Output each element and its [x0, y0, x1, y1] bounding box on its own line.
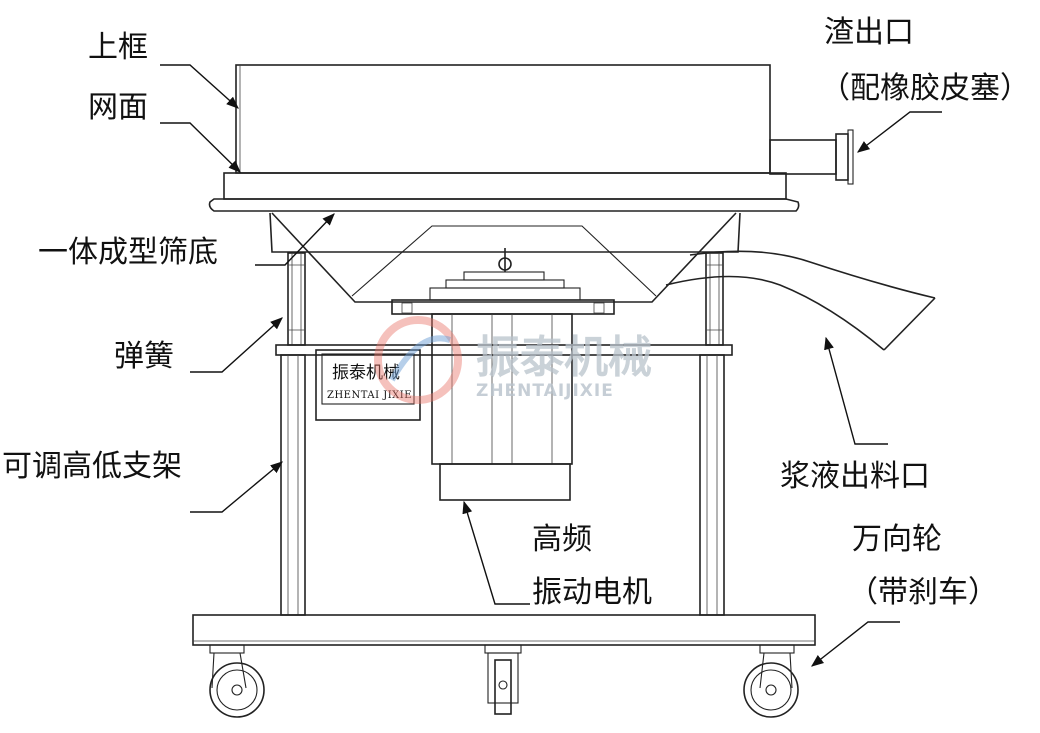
- watermark-logo-icon: [374, 316, 462, 404]
- label-wheel-line2: （带刹车）: [848, 575, 998, 610]
- mesh-plate: [208, 172, 800, 212]
- upper-frame: [235, 64, 771, 174]
- label-slag-plug: （配橡胶皮塞）: [820, 71, 1030, 106]
- label-top-frame: 上框: [88, 30, 148, 65]
- spring-right: [705, 252, 724, 346]
- nameplate-en: ZHENTAI JIXIE: [327, 390, 412, 401]
- label-motor-line1: 高频: [532, 522, 592, 557]
- watermark-cn: 振泰机械: [476, 332, 652, 383]
- slurry-outlet-pipe: [665, 250, 936, 351]
- watermark: 振泰机械 ZHENTAIJIXIE: [374, 316, 652, 404]
- nameplate: 振泰机械 ZHENTAI JIXIE: [315, 349, 421, 421]
- label-spring: 弹簧: [114, 339, 174, 374]
- vibration-motor: [431, 313, 573, 501]
- label-motor-line2: 振动电机: [532, 575, 652, 610]
- label-slurry-outlet: 浆液出料口: [780, 459, 930, 494]
- caster-left: [209, 644, 265, 718]
- watermark-en: ZHENTAIJIXIE: [476, 381, 614, 401]
- leader-lines: [160, 64, 942, 667]
- caster-center: [484, 644, 522, 715]
- motor-mount: [391, 248, 615, 315]
- label-mesh: 网面: [88, 90, 148, 125]
- nameplate-cn: 振泰机械: [332, 363, 400, 383]
- slag-outlet-pipe: [769, 129, 854, 185]
- label-slag-outlet: 渣出口: [824, 15, 914, 50]
- base-frame: [192, 614, 816, 646]
- label-sieve-bottom: 一体成型筛底: [38, 235, 218, 270]
- spring-left: [287, 252, 306, 346]
- label-stand: 可调高低支架: [2, 449, 182, 484]
- caster-right: [743, 644, 799, 718]
- label-wheel-line1: 万向轮: [852, 522, 942, 557]
- middle-plate: [275, 344, 733, 356]
